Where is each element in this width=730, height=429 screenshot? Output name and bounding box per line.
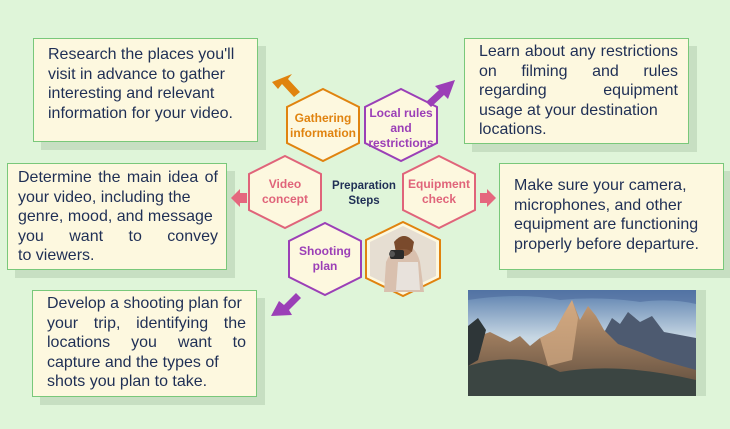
arrow-to-local-rules bbox=[426, 80, 455, 107]
hexagon-gathering bbox=[286, 87, 360, 163]
hexagon-equipment bbox=[402, 154, 476, 230]
hexagon-local-rules bbox=[364, 87, 438, 163]
hexagon-label-line: and bbox=[390, 120, 412, 135]
hexagon-label-line: Gathering bbox=[294, 111, 352, 125]
hexagon-label-line: concept bbox=[261, 192, 308, 206]
card-gathering: Research the places you'll visit in adva… bbox=[33, 38, 258, 142]
hexagon-label-video-concept: Video concept bbox=[249, 172, 321, 212]
hexagon-label-local-rules: Local rules and restrictions bbox=[363, 103, 439, 153]
card-line: Learn about any restrictions bbox=[479, 43, 678, 60]
card-line: on filming and rules bbox=[479, 62, 678, 80]
card-line: you want to convey bbox=[18, 227, 218, 245]
card-shooting: Develop a shooting plan for your trip, i… bbox=[32, 290, 257, 397]
card-line: visit in advance to gather bbox=[48, 65, 225, 83]
hexagon-shooting bbox=[288, 221, 362, 297]
card-line: to viewers. bbox=[18, 247, 95, 264]
card-line: Research the places you'll bbox=[48, 46, 235, 63]
hexagon-label-line: Video bbox=[268, 177, 302, 191]
card-line: locations you want to bbox=[47, 334, 246, 351]
card-local-rules: Learn about any restrictions on filming … bbox=[464, 38, 689, 144]
card-line: information for your video. bbox=[48, 104, 233, 122]
center-label-line: Steps bbox=[348, 195, 380, 207]
hexagon-label-gathering: Gathering information bbox=[287, 104, 359, 148]
card-line: usage at your destination bbox=[479, 101, 658, 119]
card-line: shots you plan to take. bbox=[47, 373, 208, 390]
hexagon-video-concept bbox=[248, 154, 322, 230]
hexagon-label-line: plan bbox=[312, 259, 338, 273]
center-label-line: Preparation bbox=[332, 180, 396, 192]
hexagon-label-line: Shooting bbox=[299, 244, 351, 258]
card-equipment: Make sure your camera, microphones, and … bbox=[499, 163, 724, 270]
card-line: properly before departure. bbox=[514, 235, 699, 253]
card-line: your video, including the bbox=[18, 188, 191, 206]
hexagon-label-line: restrictions bbox=[368, 135, 434, 150]
hexagon-label-equipment: Equipment check bbox=[403, 172, 475, 212]
hexagon-label-line: Equipment bbox=[408, 177, 470, 191]
card-line: regarding equipment bbox=[479, 82, 678, 99]
arrow-to-equipment bbox=[480, 189, 496, 207]
mountains-image bbox=[468, 290, 696, 396]
card-video-concept: Determine the main idea of your video, i… bbox=[7, 163, 227, 270]
arrow-to-shooting bbox=[271, 293, 301, 316]
center-label: Preparation Steps bbox=[326, 176, 402, 212]
hexagon-label-line: information bbox=[290, 126, 356, 140]
card-line: genre, mood, and message bbox=[18, 208, 213, 225]
card-line: Make sure your camera, bbox=[514, 177, 687, 194]
photographer-image bbox=[370, 226, 436, 292]
photo-shadow bbox=[468, 290, 696, 396]
hexagon-label-shooting: Shooting plan bbox=[289, 239, 361, 279]
hexagon-label-line: Local rules bbox=[369, 105, 433, 120]
card-line: Develop a shooting plan for bbox=[47, 295, 242, 312]
card-line: interesting and relevant bbox=[48, 85, 215, 102]
card-line: microphones, and other bbox=[514, 196, 683, 214]
hexagon-label-line: check bbox=[421, 192, 457, 206]
card-line: Determine the main idea of bbox=[18, 169, 218, 186]
card-line: equipment are functioning bbox=[514, 216, 699, 233]
arrow-to-gathering bbox=[272, 74, 300, 97]
card-line: locations. bbox=[479, 121, 547, 138]
arrow-to-video-concept bbox=[231, 189, 247, 207]
card-line: your trip, identifying the bbox=[47, 314, 246, 332]
card-line: capture and the types of bbox=[47, 353, 219, 371]
